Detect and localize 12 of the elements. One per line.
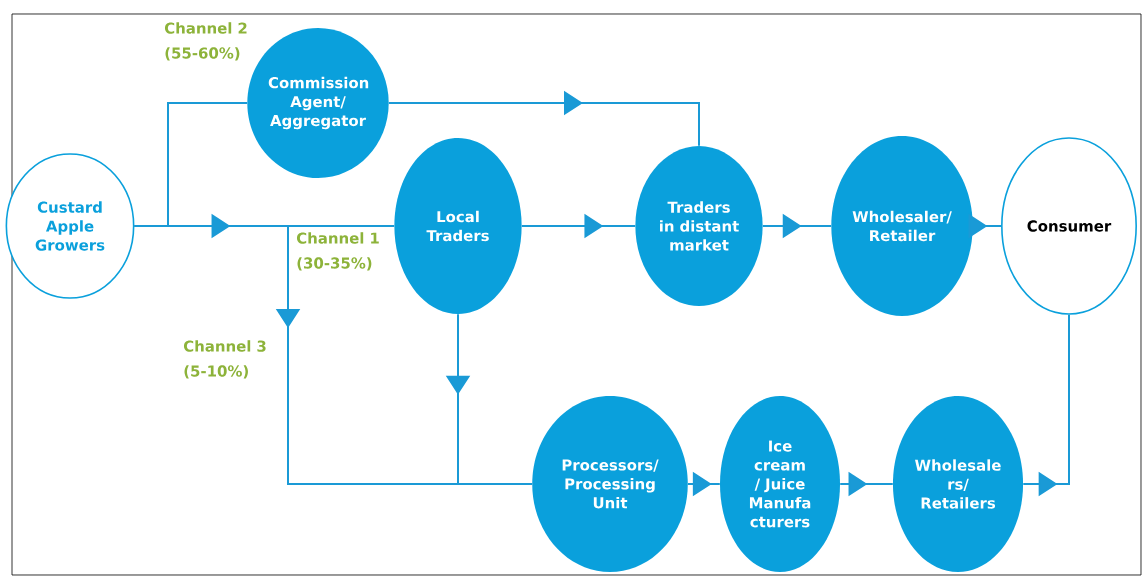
ellipse-node: Processors/ Processing Unit xyxy=(532,396,688,572)
ellipse-node: Traders in distant market xyxy=(635,146,763,306)
arrow xyxy=(387,90,700,147)
ellipse-node: Wholesale rs/ Retailers xyxy=(892,396,1024,572)
ellipse-node: Custard Apple Growers xyxy=(5,153,135,299)
ellipse-node: Ice cream / Juice Manufa cturers xyxy=(720,396,840,572)
ellipse-node: Consumer xyxy=(1001,137,1137,315)
channel-label: Channel 1 (30-35%) xyxy=(296,232,379,271)
ellipse-node: Local Traders xyxy=(394,138,522,314)
ellipse-node: Commission Agent/ Aggregator xyxy=(247,28,389,178)
ellipse-node: Wholesaler/ Retailer xyxy=(831,136,973,316)
channel-label: Channel 3 (5-10%) xyxy=(183,340,266,379)
